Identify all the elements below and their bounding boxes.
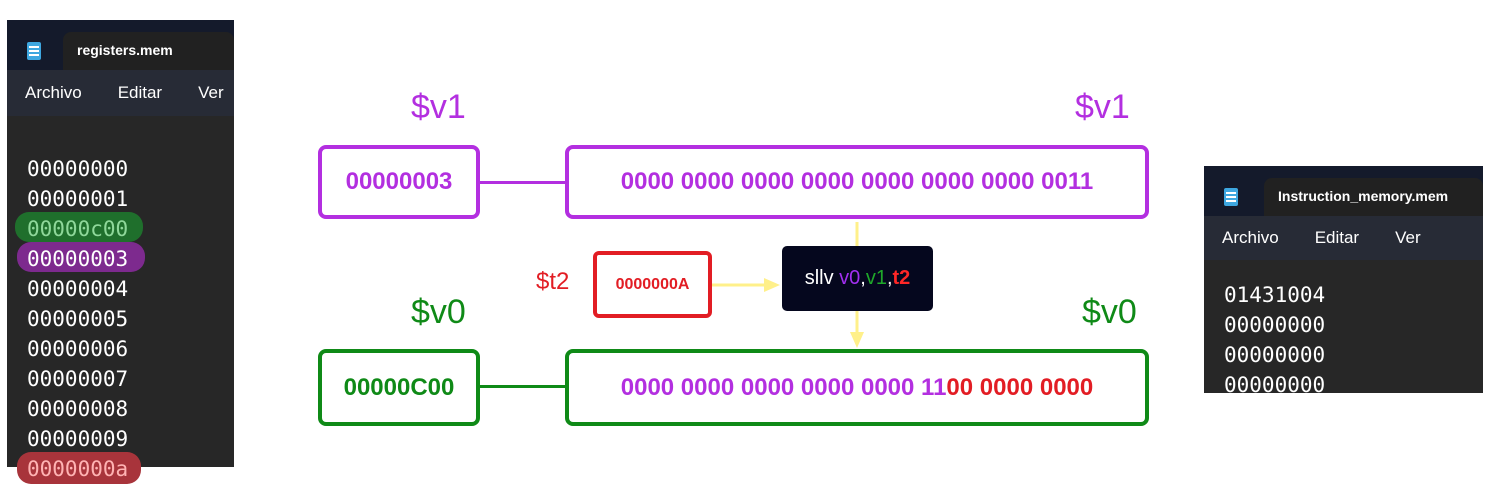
v1-connector (478, 181, 568, 184)
register-line: 00000001 (27, 187, 129, 211)
v1-binary-box: 0000 0000 0000 0000 0000 0000 0000 0011 (565, 145, 1149, 219)
register-line: 00000004 (27, 277, 129, 301)
tab-label: Instruction_memory.mem (1278, 188, 1449, 204)
register-line: 00000006 (27, 337, 129, 361)
instr-rs: t2 (892, 267, 911, 289)
instruction-line: 00000000 (1224, 313, 1326, 337)
v0-label-right: $v0 (1082, 293, 1137, 331)
register-line: 00000009 (27, 427, 129, 451)
highlight-green (15, 212, 143, 242)
t2-label: $t2 (536, 268, 570, 295)
instr-rd: v0 (839, 267, 861, 289)
register-line: 00000007 (27, 367, 129, 391)
instruction-line: 01431004 (1224, 283, 1326, 307)
instruction-box: sllv v0,v1,t2 (782, 246, 933, 311)
register-line: 00000000 (27, 157, 129, 181)
register-line: 0000000a (27, 457, 129, 481)
notepad-icon (1224, 188, 1238, 206)
highlight-red (17, 452, 141, 484)
v0-hex-box: 00000C00 (318, 349, 480, 426)
arrow-head-right (764, 278, 780, 292)
menu-editar[interactable]: Editar (117, 83, 163, 102)
v1-hex-box: 00000003 (318, 145, 480, 219)
text-area[interactable]: 00000000 00000001 00000c00 00000003 0000… (7, 116, 234, 484)
instr-comma: , (860, 267, 866, 289)
menu-archivo[interactable]: Archivo (1222, 228, 1279, 247)
register-line: 00000005 (27, 307, 129, 331)
text-area[interactable]: 01431004 00000000 00000000 00000000 (1204, 260, 1483, 397)
registers-window: registers.mem Archivo Editar Ver 0000000… (7, 20, 234, 484)
v1-label-left: $v1 (411, 88, 466, 126)
arrow-head-down (850, 332, 864, 348)
highlight-purple (17, 242, 145, 272)
menu-bar: Archivo Editar Ver (7, 70, 234, 116)
tab-registers[interactable]: registers.mem (63, 32, 234, 70)
title-bar: Instruction_memory.mem (1204, 166, 1483, 216)
tab-instruction-memory[interactable]: Instruction_memory.mem (1264, 178, 1483, 216)
v0-connector (478, 385, 568, 388)
instruction-line: 00000000 (1224, 343, 1326, 367)
notepad-icon (27, 42, 41, 60)
menu-editar[interactable]: Editar (1314, 228, 1360, 247)
instr-op: sllv (804, 267, 840, 289)
register-line: 00000003 (27, 247, 129, 271)
v0-label-left: $v0 (411, 293, 466, 331)
yellow-arrows (712, 222, 864, 348)
title-bar: registers.mem (7, 20, 234, 70)
v0-binary-shifted: 0000 0000 0000 0000 0000 11 (620, 373, 947, 401)
register-line: 00000008 (27, 397, 129, 421)
t2-hex-box: 0000000A (593, 251, 712, 318)
tab-label: registers.mem (77, 42, 173, 58)
instruction-line: 00000000 (1224, 373, 1326, 397)
instr-rt: v1 (865, 267, 887, 289)
v1-label-right: $v1 (1075, 88, 1130, 126)
menu-ver[interactable]: Ver (1395, 228, 1421, 247)
register-line: 00000c00 (27, 217, 129, 241)
menu-archivo[interactable]: Archivo (25, 83, 82, 102)
v0-binary-zero-fill: 00 0000 0000 (946, 373, 1094, 401)
instr-comma: , (886, 267, 893, 289)
instruction-memory-window: Instruction_memory.mem Archivo Editar Ve… (1204, 166, 1483, 397)
menu-ver[interactable]: Ver (198, 83, 224, 102)
menu-bar: Archivo Editar Ver (1204, 216, 1483, 260)
